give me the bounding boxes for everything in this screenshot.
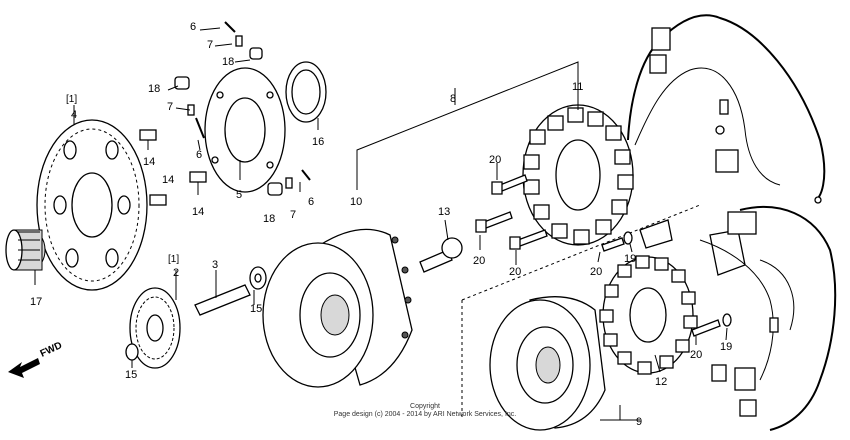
label-20c: 20 (509, 266, 521, 278)
label-8: 8 (450, 93, 456, 105)
lower-wire-harness (699, 205, 837, 431)
copyright-notice: Copyright Page design (c) 2004 - 2014 by… (334, 403, 517, 418)
label-19a: 19 (624, 253, 636, 265)
fwd-arrow (8, 358, 40, 378)
bolts-20-upper (475, 174, 548, 250)
bolts-20-lower (601, 231, 732, 337)
label-20a: 20 (489, 154, 501, 166)
leader-lines (34, 27, 728, 373)
label-17: 17 (30, 296, 42, 308)
label-18a: 18 (222, 56, 234, 68)
label-18b: 18 (148, 83, 160, 95)
label-5: 5 (236, 189, 242, 201)
label-7b: 7 (167, 101, 173, 113)
label-10: 10 (350, 196, 362, 208)
label-3: 3 (212, 259, 218, 271)
label-4: 4 (71, 109, 77, 121)
label-20e: 20 (690, 349, 702, 361)
label-13: 13 (438, 206, 450, 218)
label-6b: 6 (196, 149, 202, 161)
label-2: 2 (173, 267, 179, 279)
shaft (194, 284, 251, 316)
label-20b: 20 (473, 255, 485, 267)
label-14a: 14 (143, 156, 155, 168)
label-6a: 6 (190, 21, 196, 33)
copyright-line2: Page design (c) 2004 - 2014 by ARI Netwo… (334, 411, 517, 418)
label-7c: 7 (290, 209, 296, 221)
needle-bearing (5, 229, 46, 271)
label-bracket-1b: [1] (168, 254, 179, 265)
gasket-ring (285, 61, 327, 123)
copyright-line1: Copyright (410, 403, 440, 410)
label-bracket-1a: [1] (66, 94, 77, 105)
washer-15-upper-hole (254, 273, 262, 283)
driven-sprocket (129, 287, 181, 369)
label-18c: 18 (263, 213, 275, 225)
label-9: 9 (636, 416, 642, 428)
label-19b: 19 (720, 341, 732, 353)
callout-brackets (356, 61, 640, 421)
clutch-outer-plate (204, 67, 286, 193)
lower-assembly-frame (461, 204, 701, 420)
flywheel-rotor-lower (489, 296, 606, 431)
starter-sprocket (36, 119, 148, 291)
label-15-lower: 15 (125, 369, 137, 381)
label-14c: 14 (192, 206, 204, 218)
label-7a: 7 (207, 39, 213, 51)
roller-set (174, 21, 311, 196)
stator-upper (522, 104, 634, 246)
stator-lower (599, 255, 698, 375)
flywheel-bolt (419, 237, 463, 273)
bolts-14 (139, 129, 207, 206)
label-20d: 20 (590, 266, 602, 278)
fwd-label: FWD (39, 340, 64, 360)
part-number-labels: [1] 4 17 [1] 2 3 15 15 14 14 14 5 6 7 18… (30, 21, 732, 428)
washer-15-lower (125, 343, 139, 361)
label-6c: 6 (308, 196, 314, 208)
label-15-upper: 15 (250, 303, 262, 315)
upper-wire-harness (627, 14, 826, 204)
label-16: 16 (312, 136, 324, 148)
label-14b: 14 (162, 174, 174, 186)
label-12: 12 (655, 376, 667, 388)
label-11: 11 (572, 81, 583, 93)
flywheel-rotor (262, 228, 413, 388)
